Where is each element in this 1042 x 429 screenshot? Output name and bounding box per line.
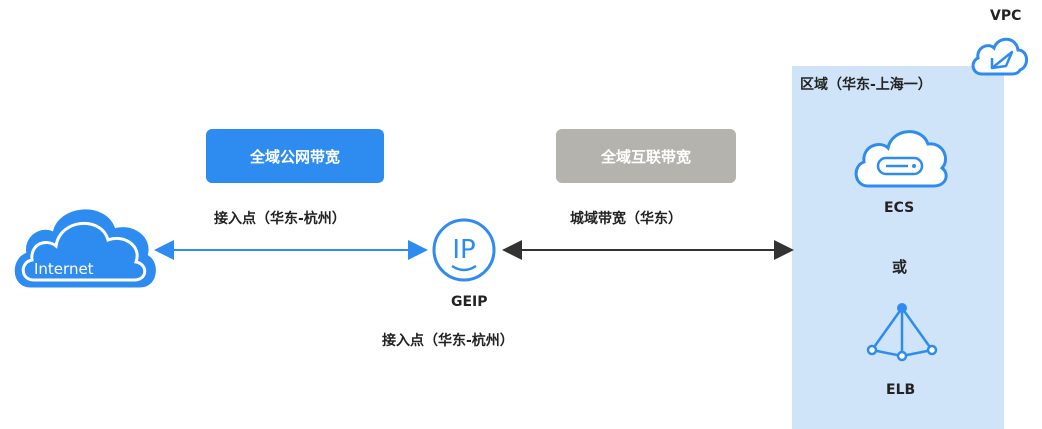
region-label: 区域（华东-上海一） — [800, 77, 932, 93]
geip-label: GEIP — [451, 294, 488, 310]
region-panel — [792, 66, 1004, 429]
internet-label: Internet — [34, 260, 94, 278]
elb-label: ELB — [886, 382, 916, 398]
ecs-label: ECS — [884, 200, 915, 216]
vpc-cloud-icon — [971, 37, 1028, 76]
access-point-bottom-label: 接入点（华东-杭州） — [382, 333, 514, 349]
vpc-label: VPC — [990, 8, 1022, 24]
geip-icon-text: IP — [452, 235, 475, 265]
city-bandwidth-label: 城域带宽（华东） — [570, 211, 682, 227]
interconnect-bandwidth-button[interactable]: 全域互联带宽 — [556, 129, 736, 183]
or-text: 或 — [892, 258, 908, 276]
access-point-top-label: 接入点（华东-杭州） — [214, 211, 346, 227]
ecs-cloud-icon — [854, 130, 948, 188]
cloud-icon — [14, 209, 156, 288]
elb-icon — [866, 303, 938, 362]
geip-icon: IP — [432, 218, 496, 282]
public-bandwidth-button[interactable]: 全域公网带宽 — [206, 129, 384, 183]
